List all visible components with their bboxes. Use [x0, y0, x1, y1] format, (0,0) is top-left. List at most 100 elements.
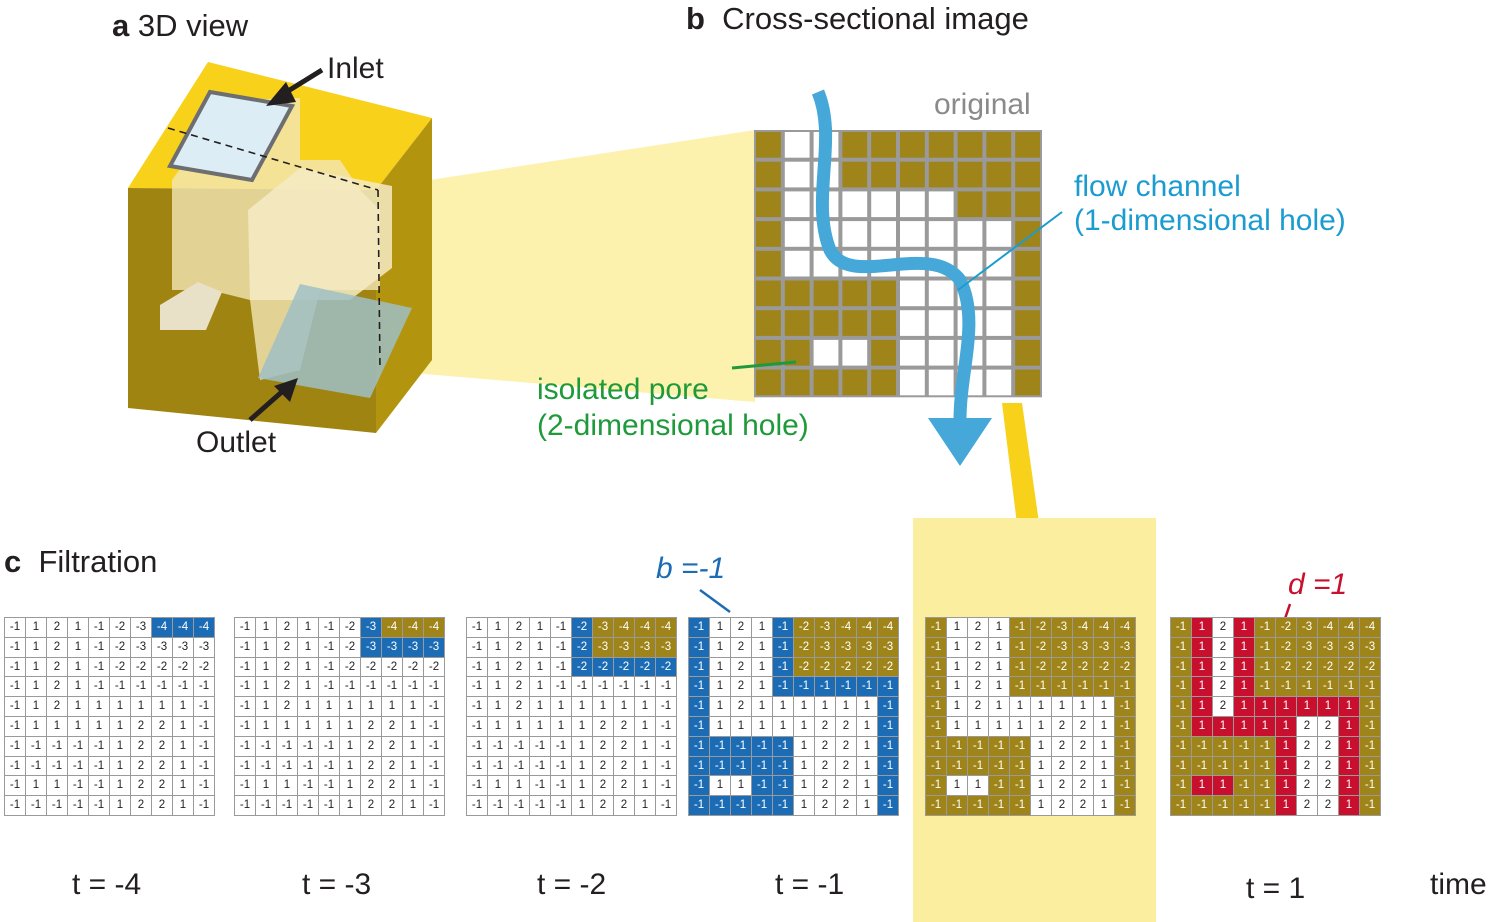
filtration-cell: -1	[689, 736, 709, 756]
filtration-cell: 1	[857, 756, 877, 776]
filtration-cell: 2	[968, 677, 988, 697]
filtration-cell: -2	[1052, 657, 1072, 677]
filtration-cell: -2	[403, 657, 423, 677]
filtration-cell: 2	[731, 697, 751, 716]
filtration-cell: -1	[5, 657, 25, 677]
filtration-cell: -1	[26, 756, 46, 776]
filtration-cell: -1	[467, 677, 487, 697]
filtration-cell: -1	[68, 776, 88, 796]
pore-cell	[986, 250, 1012, 277]
pore-cell	[986, 221, 1012, 247]
filtration-cell: 2	[1213, 637, 1233, 657]
filtration-cell: 1	[1094, 756, 1114, 776]
filtration-cell: 1	[298, 697, 318, 716]
filtration-cell: 1	[403, 776, 423, 796]
isolated-pore-label: isolated pore	[537, 373, 709, 406]
filtration-cell: 1	[635, 716, 655, 736]
filtration-cell: -1	[194, 776, 214, 796]
filtration-cell: 2	[1073, 756, 1093, 776]
filtration-cell: -3	[1052, 637, 1072, 657]
filtration-cell: -3	[1360, 637, 1380, 657]
matrix-cell	[1015, 369, 1040, 396]
filtration-cell: -4	[836, 618, 856, 637]
filtration-cell: -1	[1255, 756, 1275, 776]
filtration-cell: 1	[968, 776, 988, 796]
filtration-cell: -2	[794, 618, 814, 637]
matrix-cell	[928, 161, 954, 188]
matrix-cell	[784, 310, 810, 336]
filtration-cell: -1	[1094, 677, 1114, 697]
matrix-cell	[986, 191, 1012, 218]
filtration-cell: 1	[89, 697, 109, 716]
filtration-cell: -1	[968, 736, 988, 756]
filtration-cell: -1	[656, 716, 676, 736]
filtration-cell: -1	[1213, 736, 1233, 756]
filtration-cell: 1	[68, 657, 88, 677]
filtration-cell: 1	[1276, 776, 1296, 796]
filtration-cell: 2	[361, 776, 381, 796]
filtration-cell: -3	[1297, 618, 1317, 637]
filtration-cell: -3	[815, 637, 835, 657]
filtration-cell: 1	[488, 716, 508, 736]
filtration-cell: 1	[572, 796, 592, 815]
filtration-cell: -1	[382, 677, 402, 697]
filtration-cell: 2	[614, 736, 634, 756]
time-step-label: t = -3	[302, 868, 372, 901]
filtration-cell: -1	[926, 677, 946, 697]
filtration-cell: -1	[1276, 677, 1296, 697]
filtration-cell: 1	[1339, 716, 1359, 736]
filtration-cell: -2	[794, 657, 814, 677]
filtration-cell: -2	[194, 657, 214, 677]
filtration-cell: 1	[488, 776, 508, 796]
filtration-cell: 2	[815, 716, 835, 736]
filtration-cell: -1	[752, 776, 772, 796]
filtration-cell: 2	[277, 657, 297, 677]
pore-cell	[784, 250, 810, 277]
filtration-cell: -1	[1360, 756, 1380, 776]
matrix-cell	[957, 191, 983, 218]
filtration-cell: -3	[382, 637, 402, 657]
filtration-cell: 1	[1052, 697, 1072, 716]
filtration-cell: 1	[836, 697, 856, 716]
filtration-cell: -1	[926, 657, 946, 677]
filtration-cell: -1	[1255, 677, 1275, 697]
filtration-cell: 1	[509, 716, 529, 736]
filtration-cell: 2	[836, 716, 856, 736]
filtration-cell: -1	[424, 796, 444, 815]
filtration-cell: 2	[1073, 716, 1093, 736]
filtration-cell: -1	[689, 716, 709, 736]
filtration-cell: 1	[403, 796, 423, 815]
pore-cell	[784, 221, 810, 247]
filtration-cell: -1	[1115, 736, 1135, 756]
matrix-cell	[842, 369, 868, 396]
filtration-cell: 2	[509, 657, 529, 677]
filtration-cell: -1	[5, 618, 25, 637]
filtration-cell: 1	[752, 657, 772, 677]
matrix-cell	[756, 132, 781, 158]
filtration-cell: -3	[403, 637, 423, 657]
filtration-cell: 1	[710, 637, 730, 657]
filtration-cell: 1	[530, 657, 550, 677]
filtration-cell: 2	[47, 637, 67, 657]
filtration-cell: -2	[340, 637, 360, 657]
filtration-cell: -2	[1031, 657, 1051, 677]
filtration-cell: -2	[1276, 618, 1296, 637]
filtration-cell: 1	[989, 637, 1009, 657]
filtration-cell: -1	[424, 697, 444, 716]
filtration-cell: 2	[1318, 756, 1338, 776]
filtration-cell: 2	[593, 756, 613, 776]
matrix-cell	[957, 132, 983, 158]
d-annotation: d =1	[1288, 568, 1348, 601]
filtration-cell: 1	[403, 716, 423, 736]
filtration-cell: 1	[572, 776, 592, 796]
filtration-cell: -3	[635, 637, 655, 657]
filtration-cell: -1	[424, 756, 444, 776]
filtration-cell: 1	[710, 697, 730, 716]
filtration-cell: 1	[47, 716, 67, 736]
pore-cell	[986, 280, 1012, 307]
filtration-cell: 1	[340, 697, 360, 716]
time-step-label: t = -1	[775, 868, 845, 901]
filtration-cell: -1	[1360, 736, 1380, 756]
filtration-cell: 1	[794, 776, 814, 796]
filtration-cell: -3	[424, 637, 444, 657]
